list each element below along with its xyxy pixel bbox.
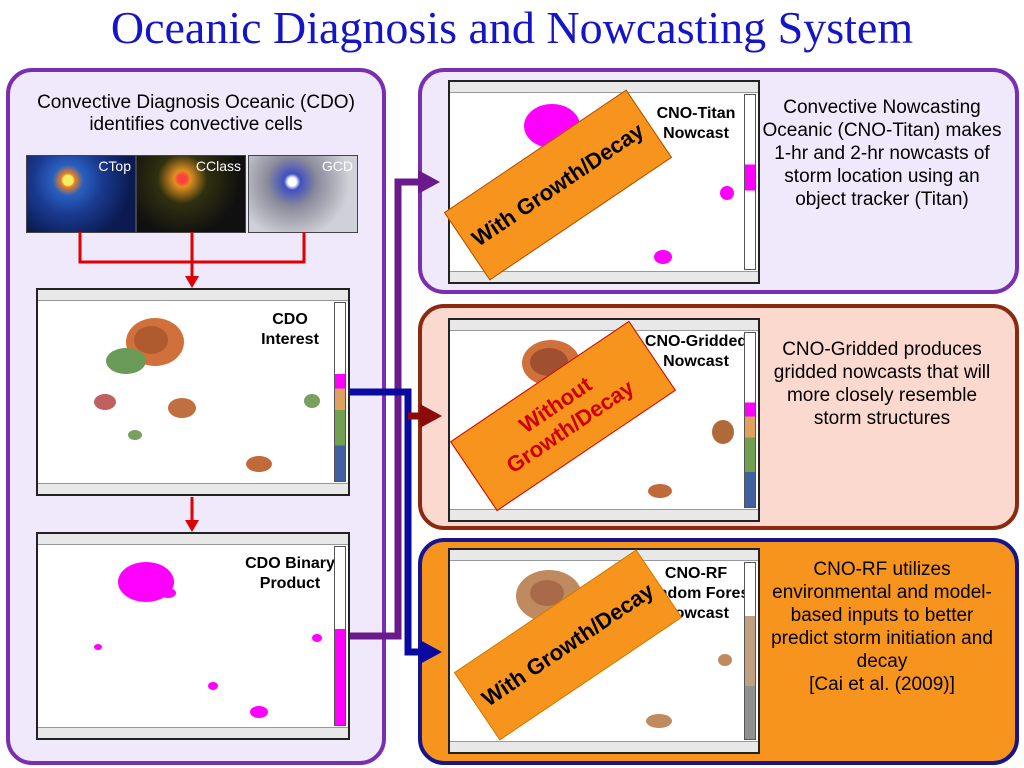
color-scale-bar — [744, 94, 756, 270]
color-scale-bar — [744, 332, 756, 508]
map-header-bar — [450, 82, 758, 93]
map-footer-bar — [38, 727, 348, 738]
cdo-interest-label: CDO Interest — [261, 311, 319, 348]
map-header-bar — [38, 290, 348, 301]
map-header-bar — [450, 320, 758, 331]
gcd-satellite-image: GCD — [248, 155, 358, 233]
gcd-label: GCD — [321, 158, 353, 174]
cno-rf-citation: [Cai et al. (2009)] — [809, 674, 955, 695]
cdo-description: Convective Diagnosis Oceanic (CDO) ident… — [37, 92, 355, 135]
cdo-binary-map: CDO Binary Product — [36, 532, 350, 740]
page-title: Oceanic Diagnosis and Nowcasting System — [110, 2, 914, 53]
cclass-label: CClass — [195, 158, 241, 174]
sat-to-interest-connector — [78, 232, 306, 278]
titan-arrowhead — [418, 170, 440, 194]
ctop-label: CTop — [98, 158, 131, 174]
map-footer-bar — [38, 483, 348, 494]
map-footer-bar — [450, 741, 758, 752]
ctop-satellite-image: CTop — [26, 155, 136, 233]
cno-gridded-label: CNO-Gridded Nowcast — [644, 333, 748, 370]
cdo-binary-label: CDO Binary Product — [245, 555, 335, 592]
cno-titan-label: CNO-Titan Nowcast — [656, 105, 736, 142]
cno-rf-description: CNO-RF utilizes environmental and model-… — [771, 559, 993, 672]
map-footer-bar — [450, 271, 758, 282]
interest-to-rf-connector — [350, 388, 424, 656]
interest-arrowhead — [185, 276, 199, 288]
cdo-interest-map: CDO Interest — [36, 288, 350, 496]
cno-gridded-description: CNO-Gridded produces gridded nowcasts th… — [773, 339, 991, 429]
cno-rf-description-block: CNO-RF utilizes environmental and model-… — [762, 558, 1002, 696]
map-header-bar — [450, 550, 758, 561]
rf-arrowhead — [420, 640, 442, 664]
map-header-bar — [38, 534, 348, 545]
color-scale-bar — [334, 302, 346, 482]
binary-to-titan-connector — [350, 178, 422, 640]
map-footer-bar — [450, 509, 758, 520]
binary-arrowhead — [185, 520, 199, 532]
gridded-arrowhead — [420, 404, 442, 428]
color-scale-bar — [744, 562, 756, 740]
cno-titan-description: Convective Nowcasting Oceanic (CNO-Titan… — [762, 97, 1002, 210]
color-scale-bar — [334, 546, 346, 726]
